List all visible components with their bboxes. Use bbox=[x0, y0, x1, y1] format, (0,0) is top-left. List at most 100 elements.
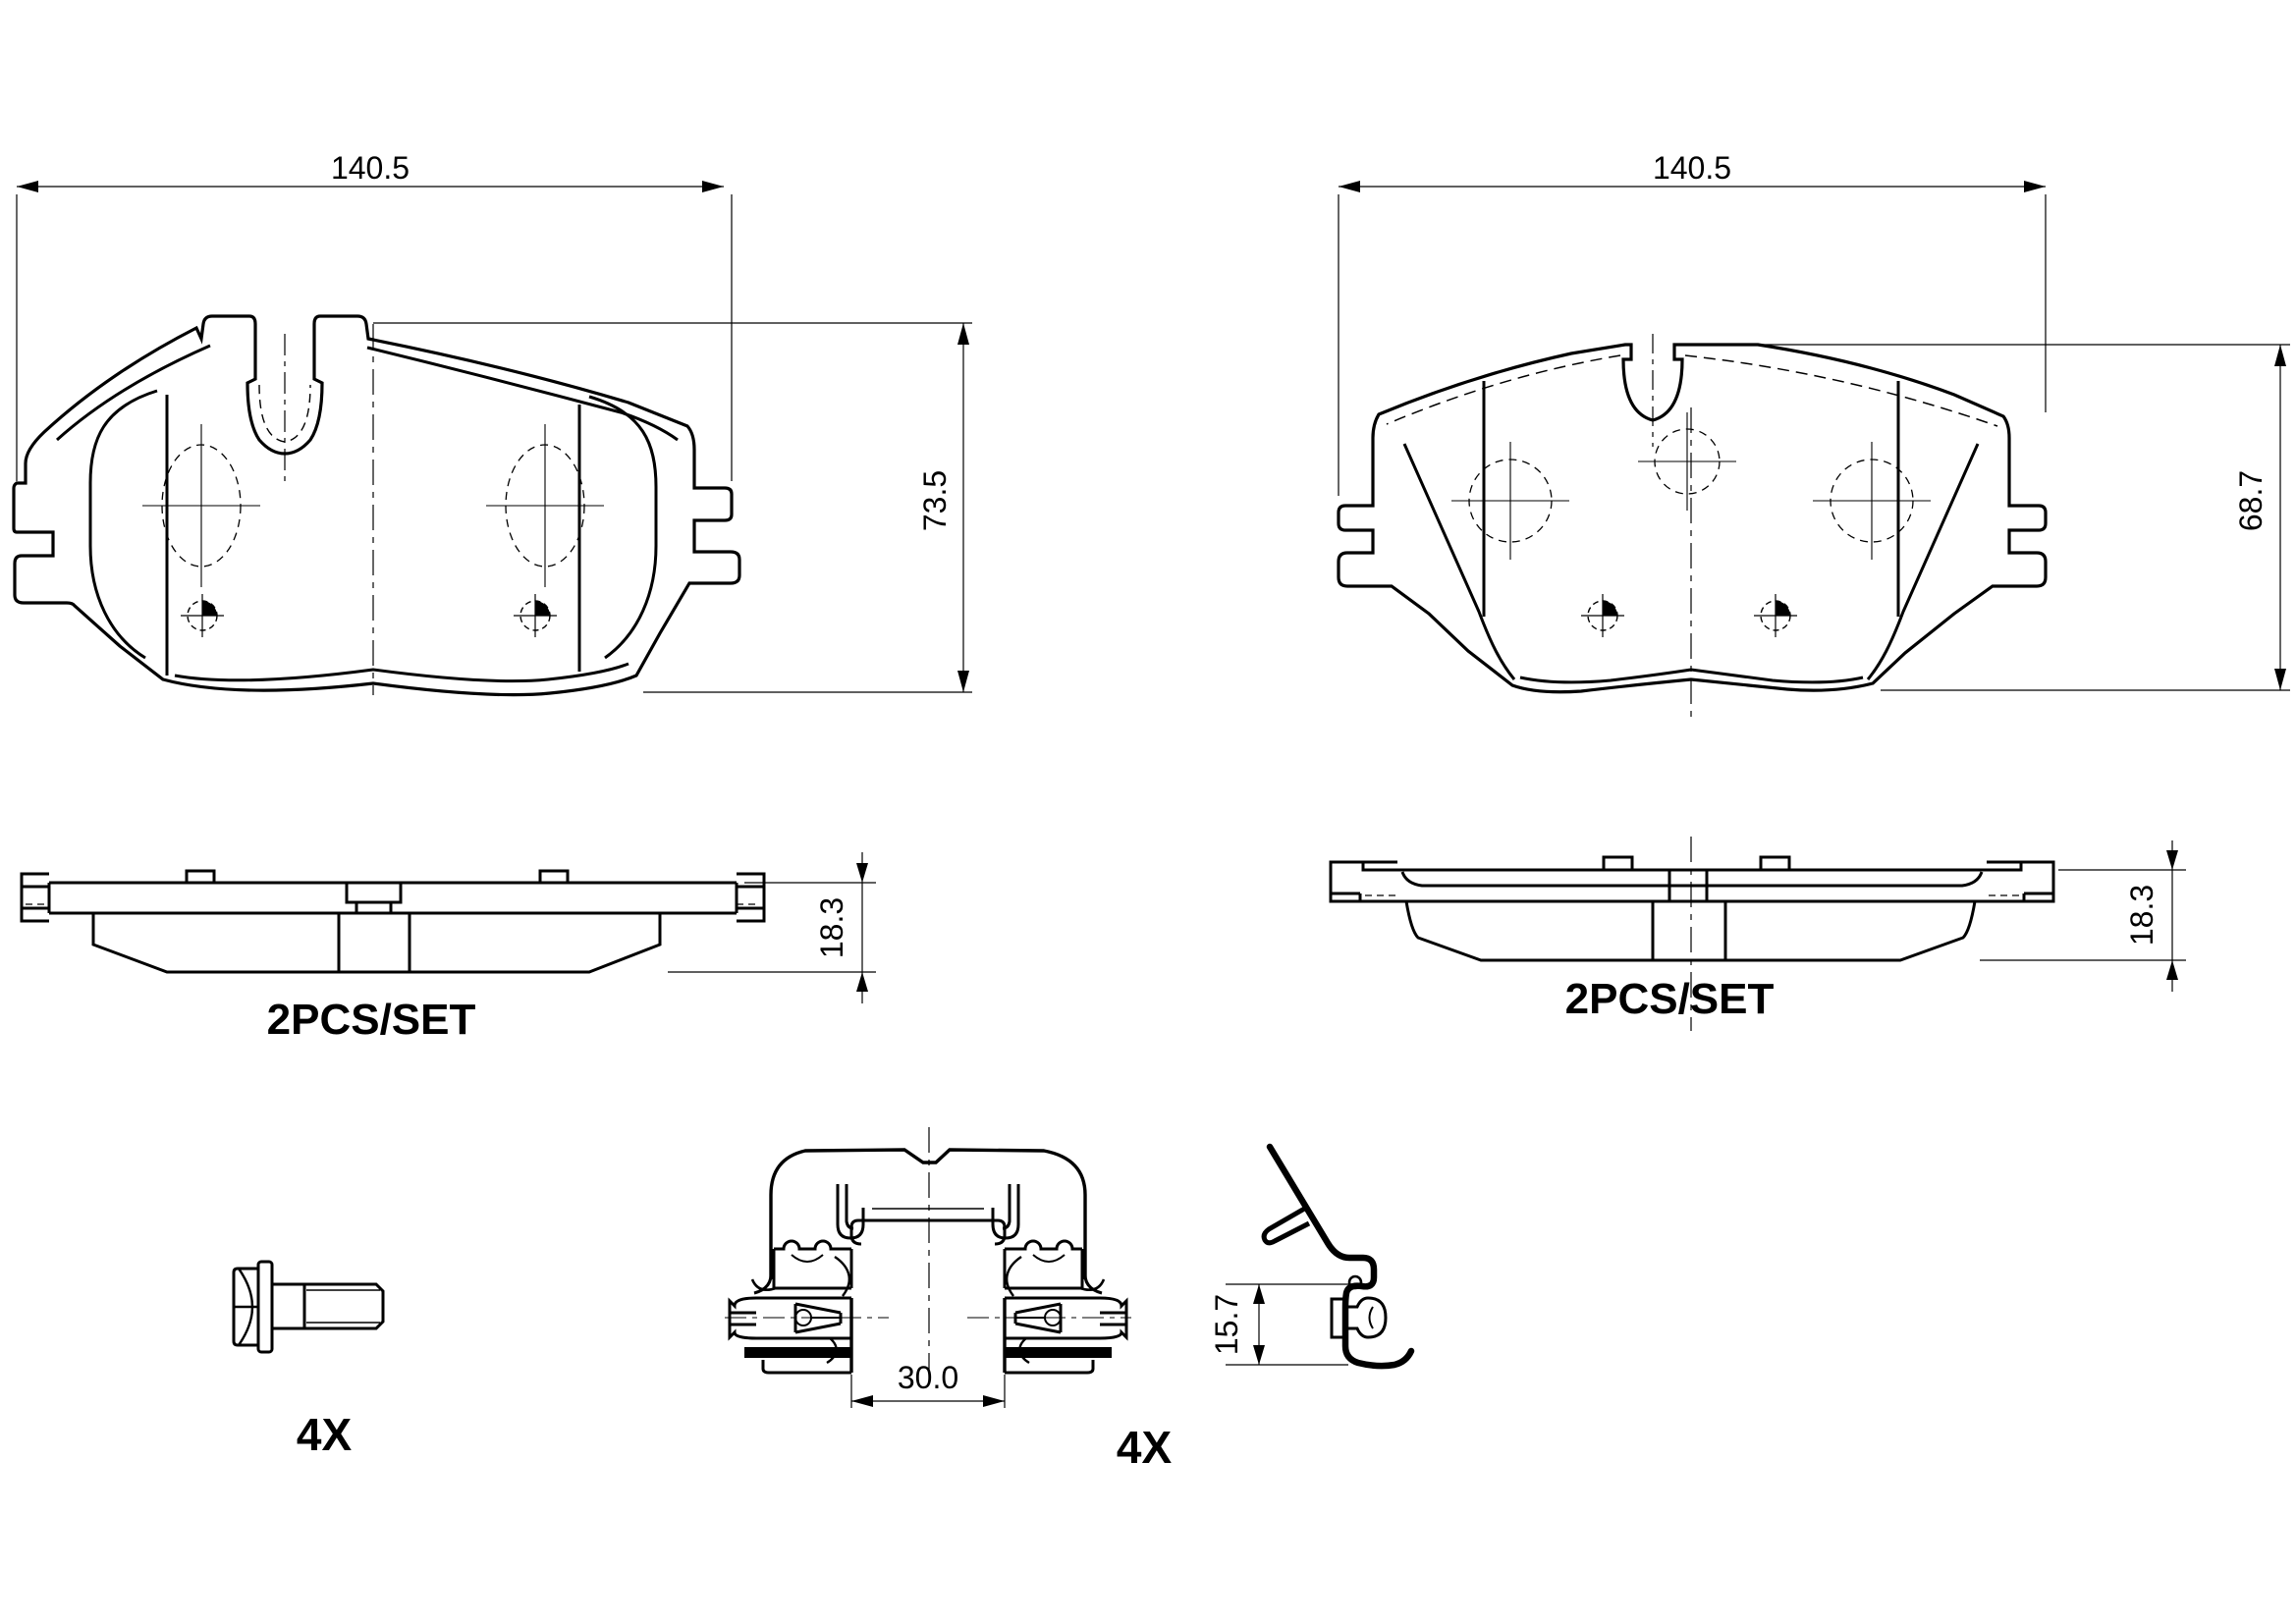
side-right-tab-1 bbox=[1602, 855, 1634, 870]
ext-lines-clip-width bbox=[850, 1375, 1006, 1408]
pad-right-piston-circle-right bbox=[1813, 442, 1931, 560]
ext-lines-height-right bbox=[1719, 344, 2290, 691]
bolt-drawing bbox=[232, 1260, 385, 1354]
pad-right-piston-circle-left bbox=[1451, 442, 1569, 560]
side-left-end-hook-left bbox=[20, 872, 49, 923]
pad-left-chamfer-right bbox=[588, 395, 658, 660]
spring-barb bbox=[1261, 1205, 1311, 1246]
side-left-end-hook-right bbox=[737, 872, 766, 923]
spring-height-dim-text: 15.7 bbox=[1209, 1294, 1244, 1355]
arrow-down bbox=[1253, 1345, 1265, 1365]
clip-spring-block-right bbox=[1003, 1239, 1084, 1290]
pad-right-chamfer-left bbox=[1402, 443, 1516, 680]
pad-left-outline bbox=[12, 314, 741, 697]
bolt-qty-label: 4X bbox=[297, 1409, 353, 1460]
side-left-center-tab bbox=[345, 883, 403, 915]
pad-right-top-hidden-right bbox=[1684, 354, 1998, 427]
ext-lines-thickness-right bbox=[1980, 869, 2186, 961]
clip-drawing bbox=[725, 1127, 1131, 1375]
arrow-up bbox=[1253, 1284, 1265, 1304]
side-right-center-block bbox=[1667, 870, 1709, 901]
brake-pad-front-view-left bbox=[12, 314, 741, 697]
ext-lines-spring-height bbox=[1226, 1283, 1352, 1366]
dim-text-width-right-pad: 140.5 bbox=[1653, 150, 1731, 186]
set-label-left: 2PCS/SET bbox=[267, 996, 476, 1044]
clip-staple-bar bbox=[849, 1218, 1007, 1246]
side-left-tab-1 bbox=[185, 869, 216, 883]
clip-width-dim-text: 30.0 bbox=[898, 1360, 958, 1395]
dim-text-height-right-pad: 68.7 bbox=[2233, 470, 2269, 531]
pad-right-wear-indicator-left bbox=[1581, 594, 1624, 637]
arrow-right bbox=[983, 1395, 1005, 1407]
pad-right-outline bbox=[1337, 343, 2048, 694]
pad-right-wear-indicator-right bbox=[1754, 594, 1797, 637]
clip-side-arm-right bbox=[1005, 1296, 1128, 1341]
clip-bottom-edge-left bbox=[761, 1360, 851, 1375]
arrow-up bbox=[2166, 960, 2178, 980]
dim-text-thickness-right: 18.3 bbox=[2124, 885, 2159, 946]
spring-wire bbox=[1266, 1143, 1415, 1370]
side-right-backplate bbox=[1397, 868, 1987, 903]
clip-spring-block-left bbox=[772, 1239, 853, 1290]
pad-left-chamfer-left bbox=[88, 389, 158, 660]
bolt-thread-lines bbox=[306, 1289, 380, 1324]
side-left-friction-slot bbox=[337, 913, 411, 972]
side-right-tab-2 bbox=[1759, 855, 1791, 870]
pad-left-piston-ellipse-left bbox=[142, 424, 260, 587]
clip-shim-strip-left bbox=[744, 1347, 851, 1358]
spring-loop bbox=[1347, 1274, 1363, 1290]
clip-qty-label: 4X bbox=[1117, 1422, 1173, 1473]
arrow-left bbox=[17, 181, 38, 192]
bolt-thread bbox=[304, 1282, 385, 1330]
arrow-right bbox=[2024, 181, 2046, 192]
pad-right-piston-circle-center bbox=[1638, 412, 1736, 511]
clip-corner-curl-right bbox=[1079, 1278, 1106, 1291]
clip-arch-curl-left bbox=[753, 1270, 773, 1295]
arrow-right bbox=[702, 181, 724, 192]
pad-left-piston-ellipse-right bbox=[486, 424, 604, 587]
side-left-tab-2 bbox=[538, 869, 570, 883]
pad-left-top-inner-line bbox=[55, 344, 211, 442]
ext-lines-width-right bbox=[1338, 194, 2047, 496]
dimensions-side-left bbox=[668, 852, 876, 1003]
dimensions-front-right bbox=[1338, 181, 2290, 691]
brake-pad-front-view-right bbox=[1337, 334, 2048, 717]
pad-right-chamfer-right bbox=[1866, 443, 1980, 680]
arrow-left bbox=[851, 1395, 873, 1407]
side-right-friction-slot bbox=[1651, 901, 1727, 960]
bolt-head-facets bbox=[234, 1268, 258, 1346]
dimensions-side-right bbox=[1980, 840, 2186, 992]
clip-arch-curl-right bbox=[1083, 1270, 1103, 1295]
ext-lines-thickness-left bbox=[668, 882, 876, 973]
arrow-left bbox=[1339, 181, 1360, 192]
arrow-down bbox=[957, 671, 969, 692]
clip-outer-arch bbox=[769, 1148, 1087, 1279]
arrow-down bbox=[856, 863, 868, 883]
clip-bottom-edge-right bbox=[1005, 1360, 1095, 1375]
ext-lines-height-left bbox=[373, 322, 972, 693]
dim-text-height-left-pad: 73.5 bbox=[917, 470, 953, 531]
set-label-right: 2PCS/SET bbox=[1565, 975, 1775, 1023]
bolt-shaft bbox=[272, 1282, 306, 1330]
bolt-flange bbox=[256, 1260, 274, 1354]
ext-lines-width-left bbox=[16, 194, 733, 481]
side-right-end-hook-right bbox=[1987, 860, 2055, 903]
brake-pad-side-view-left bbox=[20, 869, 766, 974]
arrow-up bbox=[957, 323, 969, 345]
clip-corner-curl-left bbox=[750, 1278, 777, 1291]
dimensions-front-left bbox=[16, 181, 972, 693]
pad-left-top-inner-line-right bbox=[366, 346, 679, 442]
dim-text-thickness-left: 18.3 bbox=[814, 897, 849, 958]
side-left-friction bbox=[91, 913, 662, 974]
arrow-down bbox=[2166, 850, 2178, 870]
pad-left-wear-indicator-left bbox=[181, 594, 224, 637]
brake-pad-side-view-right bbox=[1329, 837, 2055, 1031]
side-right-backplate-inner-curve bbox=[1400, 871, 1984, 888]
pad-left-wear-indicator-right bbox=[514, 594, 557, 637]
arrow-up bbox=[2274, 345, 2286, 366]
arrow-down bbox=[2274, 669, 2286, 690]
side-left-backplate bbox=[47, 881, 738, 915]
spring-pin bbox=[1330, 1296, 1388, 1339]
